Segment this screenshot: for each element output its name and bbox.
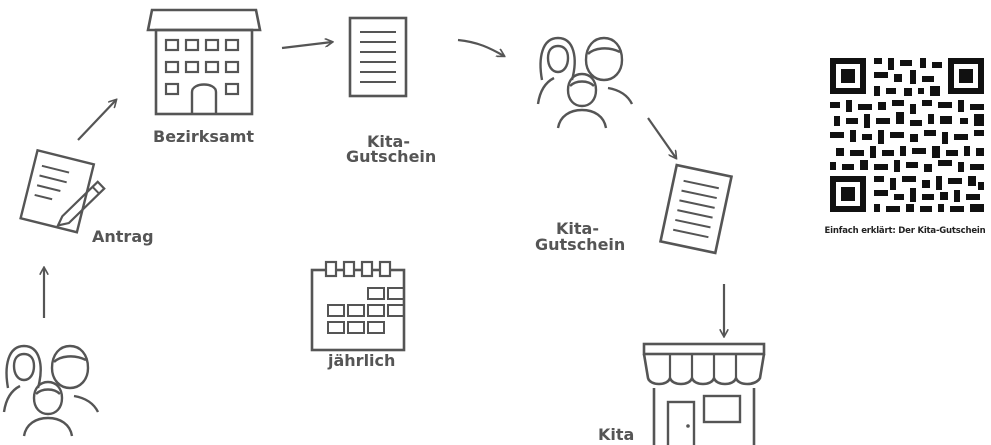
qr-caption: Einfach erklärt: Der Kita-Gutschein xyxy=(824,226,986,236)
arrow-office-to-voucher xyxy=(281,42,332,50)
district-office-building-icon xyxy=(146,8,262,116)
arrow-family-to-voucher xyxy=(647,117,676,158)
application-form-icon xyxy=(19,148,106,234)
label-kita: Kita xyxy=(598,425,635,444)
arrow-application-to-office xyxy=(77,100,116,141)
kindergarten-shop-icon xyxy=(642,342,766,445)
qr-code-icon xyxy=(830,58,984,212)
calendar-icon xyxy=(310,260,406,352)
label-annual: jährlich xyxy=(328,351,396,370)
family-icon xyxy=(536,36,634,130)
voucher-document-icon xyxy=(659,163,733,255)
voucher-document-icon xyxy=(348,16,408,98)
label-voucher-1-line2: Gutschein xyxy=(346,147,437,166)
label-voucher-2-line2: Gutschein xyxy=(535,235,626,254)
label-application: Antrag xyxy=(92,227,154,246)
label-voucher-1-line1: Kita- xyxy=(367,132,410,151)
label-district-office: Bezirksamt xyxy=(153,127,255,146)
family-icon xyxy=(2,344,100,438)
arrow-voucher-to-family xyxy=(457,38,504,56)
label-voucher-2-line1: Kita- xyxy=(556,219,599,238)
